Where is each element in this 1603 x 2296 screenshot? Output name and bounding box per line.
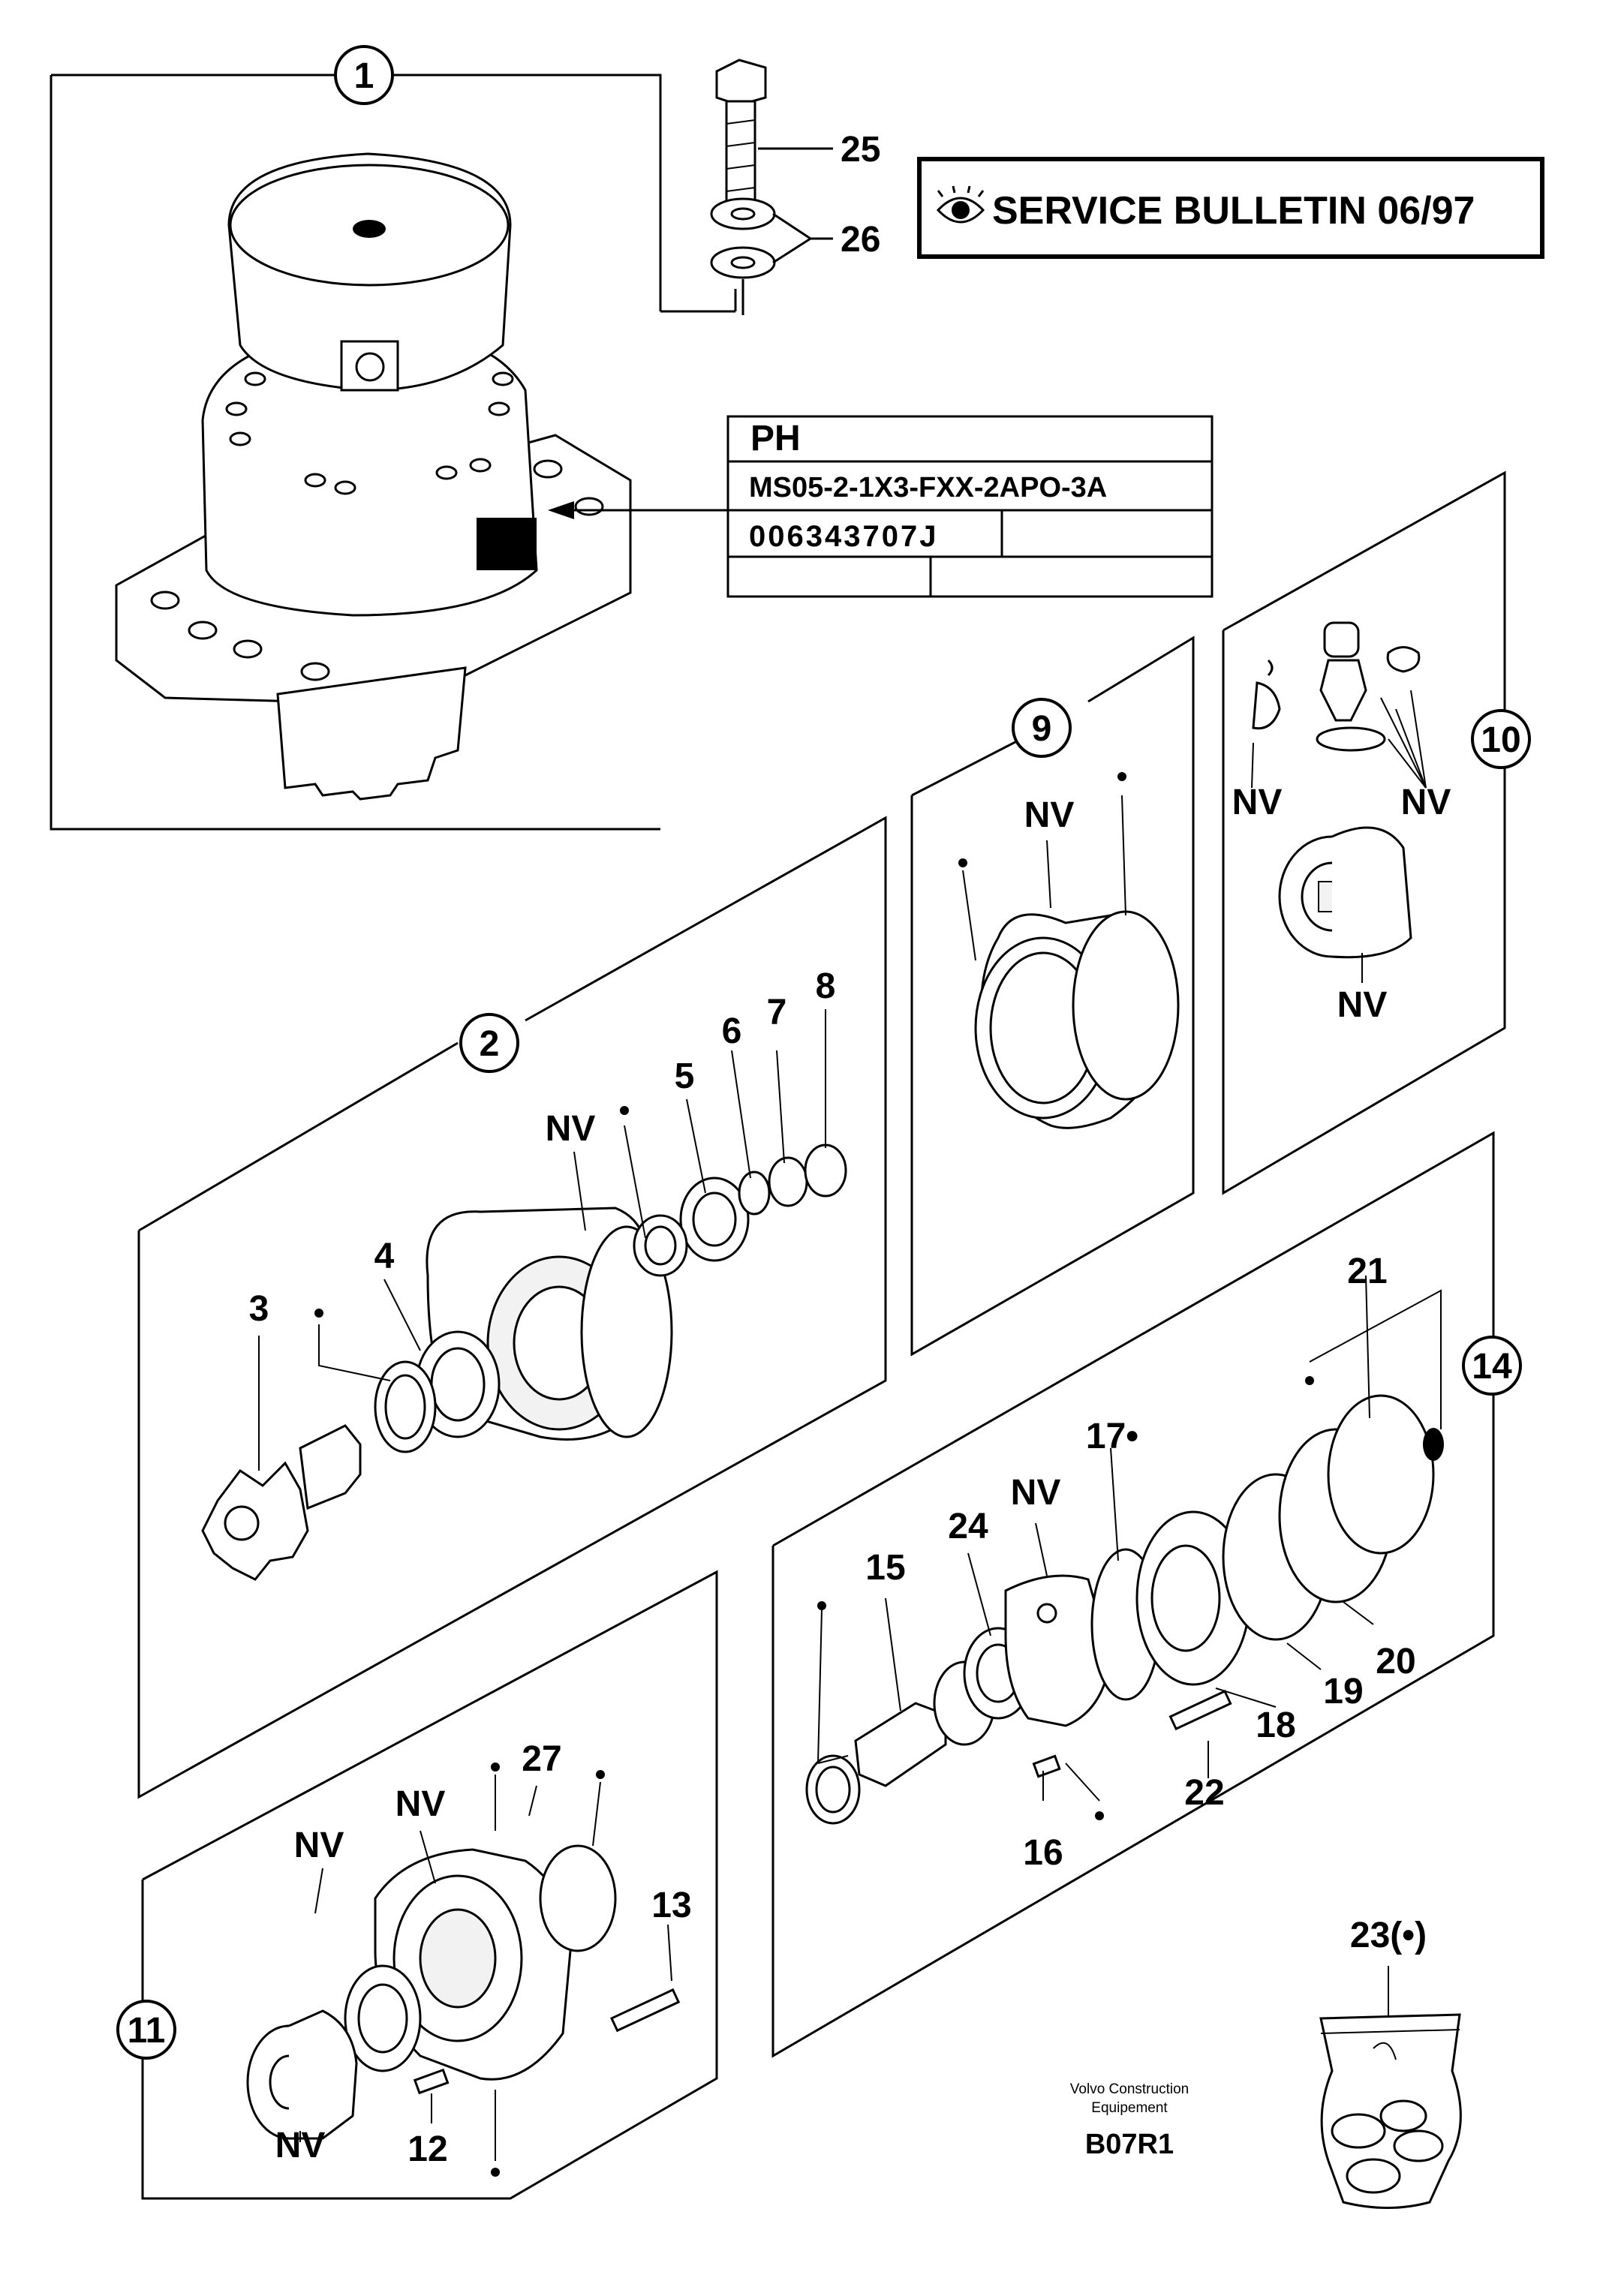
label-16: 16 — [1023, 1833, 1063, 1873]
label-6: 6 — [722, 1011, 742, 1051]
label-nv-11a: NV — [294, 1826, 344, 1865]
label-nv-11b: NV — [395, 1784, 446, 1824]
drawing-code: B07R1 — [1085, 2129, 1174, 2160]
label-nv-10a: NV — [1232, 783, 1283, 822]
eye-icon — [936, 185, 985, 224]
label-20: 20 — [1376, 1642, 1415, 1681]
bolt-25 — [715, 59, 833, 208]
callout-1 — [334, 45, 394, 105]
bolt-holes — [150, 371, 604, 681]
label-19: 19 — [1323, 1672, 1363, 1711]
label-24: 24 — [948, 1507, 988, 1546]
company-line-1: Volvo Construction — [1070, 2081, 1189, 2097]
label-27: 27 — [522, 1739, 561, 1779]
label-nv-9: NV — [1024, 795, 1075, 835]
label-12: 12 — [408, 2129, 447, 2169]
nameplate-row-2: MS05-2-1X3-FXX-2APO-3A — [749, 472, 1107, 503]
label-nv-2: NV — [546, 1109, 596, 1149]
callout-1-label: 1 — [354, 56, 374, 96]
service-bulletin-banner: SERVICE BULLETIN 06/97 — [917, 157, 1544, 259]
washers-26 — [710, 197, 833, 315]
label-8: 8 — [816, 966, 836, 1006]
label-7: 7 — [767, 993, 787, 1032]
group-9-ring — [910, 636, 1195, 1357]
callout-9 — [1012, 698, 1072, 758]
group-10-valve — [1222, 470, 1506, 1195]
group-11-brake-housing — [141, 1570, 718, 2200]
label-nv-14: NV — [1011, 1473, 1061, 1513]
callout-11 — [116, 2000, 176, 2060]
nameplate-table: PH MS05-2-1X3-FXX-2APO-3A 006343707J — [726, 415, 1214, 598]
label-3: 3 — [249, 1289, 269, 1329]
group-1-swing-motor — [50, 74, 737, 831]
callout-10 — [1471, 709, 1531, 769]
company-line-2: Equipement — [1091, 2100, 1168, 2116]
group-2-housing — [137, 816, 887, 1799]
callout-14 — [1462, 1336, 1522, 1396]
callout-11-label: 11 — [128, 2011, 166, 2051]
callout-14-label: 14 — [1472, 1347, 1512, 1387]
label-23: 23(•) — [1350, 1916, 1427, 1955]
label-18: 18 — [1256, 1705, 1295, 1745]
kit-bag-23 — [1319, 1966, 1462, 2209]
label-15: 15 — [865, 1548, 905, 1588]
label-4: 4 — [374, 1237, 395, 1276]
label-nv-10c: NV — [1337, 985, 1388, 1025]
callout-2-label: 2 — [480, 1024, 500, 1064]
service-bulletin-text: SERVICE BULLETIN 06/97 — [992, 189, 1475, 233]
callout-2 — [459, 1013, 519, 1073]
callout-10-label: 10 — [1481, 720, 1520, 760]
label-5: 5 — [675, 1056, 695, 1096]
label-22: 22 — [1184, 1773, 1224, 1813]
label-25: 25 — [841, 130, 880, 170]
label-13: 13 — [651, 1886, 691, 1925]
callout-9-label: 9 — [1032, 709, 1052, 749]
nameplate-row-3: 006343707J — [749, 520, 938, 553]
nameplate-row-1: PH — [750, 419, 801, 458]
footer: Volvo Construction Equipement B07R1 — [1070, 2081, 1189, 2160]
label-26: 26 — [841, 220, 880, 260]
label-nv-11c: NV — [275, 2126, 326, 2165]
group-14-rotor — [771, 1131, 1495, 2058]
label-nv-10b: NV — [1401, 783, 1451, 822]
label-17: 17• — [1086, 1417, 1138, 1456]
label-21: 21 — [1347, 1252, 1387, 1291]
